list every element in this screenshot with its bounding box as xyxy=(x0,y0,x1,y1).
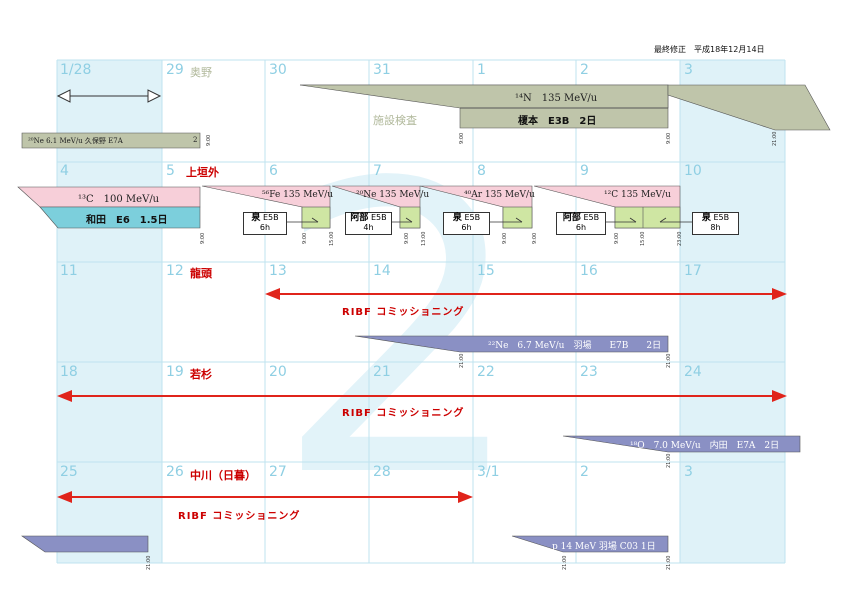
ar40-beam: ⁴⁰Ar 135 MeV/u xyxy=(464,190,535,200)
ne20-beam: ²⁰Ne 135 MeV/u xyxy=(356,190,430,200)
p-beam: p 14 MeV 羽場 C03 1日 xyxy=(552,542,656,552)
date-cell: 23 xyxy=(580,364,598,380)
time-tick: 15:00 xyxy=(640,231,646,246)
date-cell: 18 xyxy=(60,364,78,380)
time-tick: 9:00 xyxy=(404,232,410,244)
date-cell: 10 xyxy=(684,163,702,179)
week1-staff: 奥野 xyxy=(190,66,212,79)
time-tick: 21:00 xyxy=(666,353,672,368)
date-cell: 24 xyxy=(684,364,702,380)
date-cell: 6 xyxy=(269,163,278,179)
date-cell: 21 xyxy=(373,364,391,380)
c13-user: 和田 E6 1.5日 xyxy=(86,215,168,226)
revision-date: 最終修正 平成18年12月14日 xyxy=(654,45,765,54)
date-cell: 3 xyxy=(684,62,693,78)
date-cell: 22 xyxy=(477,364,495,380)
fe56-beam: ⁵⁶Fe 135 MeV/u xyxy=(262,190,334,200)
date-cell: 30 xyxy=(269,62,287,78)
date-cell: 8 xyxy=(477,163,486,179)
date-cell: 25 xyxy=(60,464,78,480)
time-tick: 9:00 xyxy=(302,232,308,244)
time-tick: 21:00 xyxy=(146,555,152,570)
time-tick: 15:00 xyxy=(329,231,335,246)
date-cell: 4 xyxy=(60,163,69,179)
date-cell: 14 xyxy=(373,263,391,279)
time-tick: 13:00 xyxy=(421,231,427,246)
facility-inspection: 施設検査 xyxy=(373,114,417,127)
date-cell: 5 xyxy=(166,163,175,179)
date-cell: 28 xyxy=(373,464,391,480)
n14-beam: ¹⁴N 135 MeV/u xyxy=(515,93,598,104)
c12-beam: ¹²C 135 MeV/u xyxy=(604,190,671,200)
date-cell: 16 xyxy=(580,263,598,279)
date-cell: 1/28 xyxy=(60,62,92,78)
time-tick: 21:00 xyxy=(666,453,672,468)
date-cell: 1 xyxy=(477,62,486,78)
date-cell: 3/1 xyxy=(477,464,500,480)
time-tick: 9:00 xyxy=(614,232,620,244)
date-cell: 12 xyxy=(166,263,184,279)
ne20-kubono-mark: 2 xyxy=(193,136,198,144)
week4-staff: 若杉 xyxy=(190,368,212,381)
date-cell: 2 xyxy=(580,62,589,78)
time-tick: 21:00 xyxy=(459,353,465,368)
date-cell: 11 xyxy=(60,263,78,279)
date-cell: 9 xyxy=(580,163,589,179)
time-tick: 9:00 xyxy=(532,232,538,244)
date-cell: 17 xyxy=(684,263,702,279)
date-cell: 20 xyxy=(269,364,287,380)
n14-user: 榎本 E3B 2日 xyxy=(518,116,597,127)
date-cell: 13 xyxy=(269,263,287,279)
ne22-beam: ²²Ne 6.7 MeV/u 羽場 E7B 2日 xyxy=(488,341,662,351)
ribf-label-week3: RIBF コミッショニング xyxy=(342,307,465,318)
ribf-label-week5: RIBF コミッショニング xyxy=(178,511,301,522)
time-tick: 9:00 xyxy=(459,132,465,144)
date-cell: 26 xyxy=(166,464,184,480)
time-tick: 9:00 xyxy=(200,232,206,244)
o18-beam: ¹⁸O 7.0 MeV/u 内田 E7A 2日 xyxy=(630,441,780,451)
ne20-kubono-beam: ²⁰Ne 6.1 MeV/u 久保野 E7A xyxy=(28,137,123,145)
week5-staff: 中川（日暮） xyxy=(190,469,256,482)
date-cell: 19 xyxy=(166,364,184,380)
date-cell: 7 xyxy=(373,163,382,179)
week2-staff: 上垣外 xyxy=(186,166,219,179)
time-tick: 9:00 xyxy=(666,132,672,144)
date-cell: 2 xyxy=(580,464,589,480)
time-tick: 9:00 xyxy=(206,134,212,146)
date-cell: 27 xyxy=(269,464,287,480)
date-cell: 3 xyxy=(684,464,693,480)
week3-staff: 龍頭 xyxy=(190,267,212,280)
time-tick: 21:00 xyxy=(562,555,568,570)
ribf-label-week4: RIBF コミッショニング xyxy=(342,408,465,419)
time-tick: 21:00 xyxy=(772,131,778,146)
date-cell: 29 xyxy=(166,62,184,78)
time-tick: 23:00 xyxy=(677,231,683,246)
time-tick: 9:00 xyxy=(502,232,508,244)
time-tick: 21:00 xyxy=(666,555,672,570)
c13-beam: ¹³C 100 MeV/u xyxy=(78,194,160,205)
date-cell: 15 xyxy=(477,263,495,279)
big-month-numeral: 2 xyxy=(273,100,528,565)
date-cell: 31 xyxy=(373,62,391,78)
